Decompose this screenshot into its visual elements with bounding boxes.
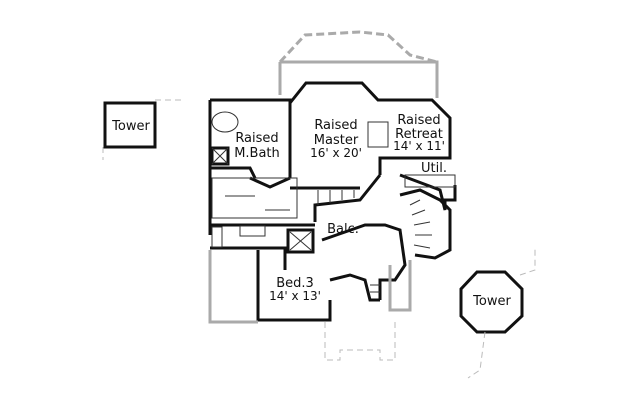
utility-counter	[404, 174, 456, 188]
room-label-master-line1: Raised	[314, 118, 357, 133]
closet	[211, 177, 298, 219]
tower-left	[102, 99, 185, 160]
room-label-master-bath-line1: Raised	[235, 131, 278, 146]
upper-deck-outline	[278, 30, 439, 98]
porch-outline	[208, 250, 412, 361]
room-label-tower-left: Tower	[111, 119, 150, 134]
stairs	[317, 190, 355, 205]
fireplace	[367, 121, 389, 148]
room-label-retreat-line1: Raised	[397, 113, 440, 128]
spiral-stairs	[409, 199, 432, 249]
room-label-utility: Util.	[421, 161, 447, 176]
room-label-balcony: Balc.	[327, 222, 359, 237]
bathtub	[211, 111, 239, 133]
tower-right	[459, 248, 536, 379]
fixtures	[211, 111, 456, 293]
room-size-bed3: 14' x 13'	[269, 289, 321, 303]
room-label-tower-right: Tower	[472, 294, 511, 309]
vanity	[239, 225, 266, 237]
room-size-master: 16' x 20'	[310, 146, 362, 160]
room-size-retreat: 14' x 11'	[393, 139, 445, 153]
room-label-retreat-line2: Retreat	[395, 127, 443, 142]
lower-stairs	[370, 284, 380, 293]
room-label-master-line2: Master	[314, 133, 359, 148]
room-label-bed3: Bed.3	[276, 276, 314, 291]
room-label-master-bath-line2: M.Bath	[234, 146, 280, 161]
tub-bed3	[211, 226, 223, 248]
